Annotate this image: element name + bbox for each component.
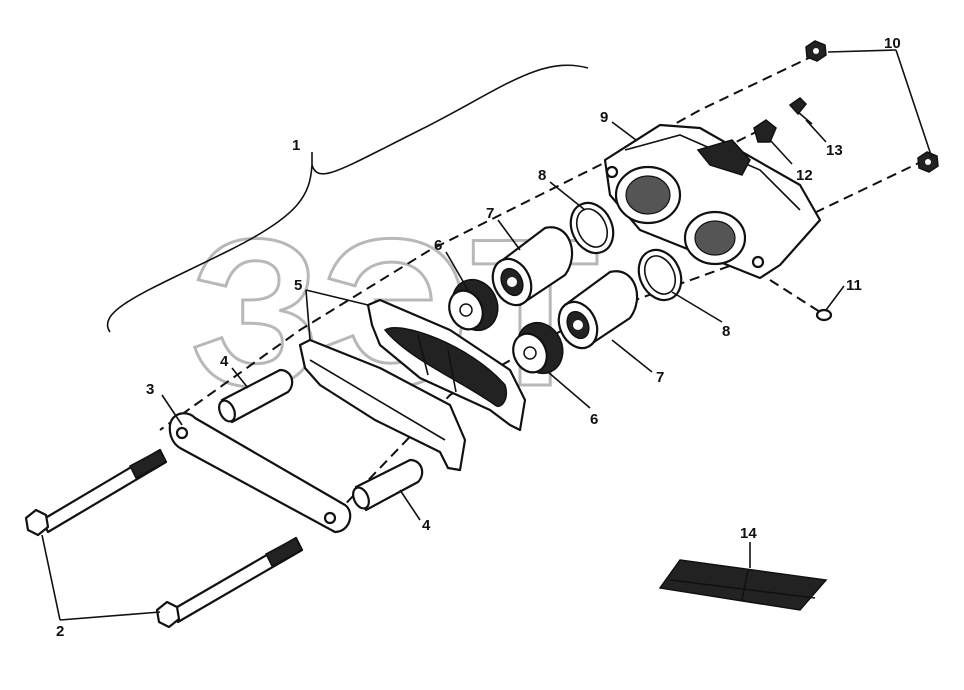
bolt-upper xyxy=(24,448,168,537)
piston-upper xyxy=(491,226,574,307)
seal-upper-inner xyxy=(575,208,609,248)
nut-upper xyxy=(805,40,827,62)
callout-4-lower: 4 xyxy=(422,517,431,534)
callout-13: 13 xyxy=(826,142,843,159)
guide-pin-lower xyxy=(352,458,424,512)
bleeder-fitting xyxy=(753,119,777,143)
seal-lower xyxy=(637,248,683,302)
callout-8-lower: 8 xyxy=(722,323,730,340)
callout-14: 14 xyxy=(740,525,757,542)
callout-5: 5 xyxy=(294,277,302,294)
bleeder-screw xyxy=(788,97,813,125)
retaining-plate xyxy=(168,412,352,534)
boot-lower xyxy=(512,321,564,375)
plug xyxy=(815,308,833,322)
brake-pad-outer xyxy=(298,338,467,472)
seal-lower-inner xyxy=(643,255,677,295)
callout-1: 1 xyxy=(292,137,300,154)
nut-lower xyxy=(917,151,939,173)
callout-7-upper: 7 xyxy=(486,205,494,222)
callout-10: 10 xyxy=(884,35,901,52)
callout-9: 9 xyxy=(600,109,608,126)
callout-8-upper: 8 xyxy=(538,167,546,184)
callout-7-lower: 7 xyxy=(656,369,664,386)
callout-3: 3 xyxy=(146,381,154,398)
callout-2: 2 xyxy=(56,623,64,640)
callout-6-upper: 6 xyxy=(434,237,442,254)
guide-pin-upper xyxy=(218,368,294,424)
leader-lines xyxy=(41,49,933,621)
callout-4-upper: 4 xyxy=(220,353,229,370)
bolt-lower xyxy=(155,536,304,629)
brake-pad-inner xyxy=(366,298,527,432)
label-strip xyxy=(658,559,828,611)
piston-lower xyxy=(557,270,639,350)
boot-upper xyxy=(448,278,499,332)
callout-12: 12 xyxy=(796,167,813,184)
seal-upper xyxy=(569,201,615,255)
caliper-housing xyxy=(603,123,822,280)
callout-6-lower: 6 xyxy=(590,411,598,428)
callout-11: 11 xyxy=(846,277,862,294)
